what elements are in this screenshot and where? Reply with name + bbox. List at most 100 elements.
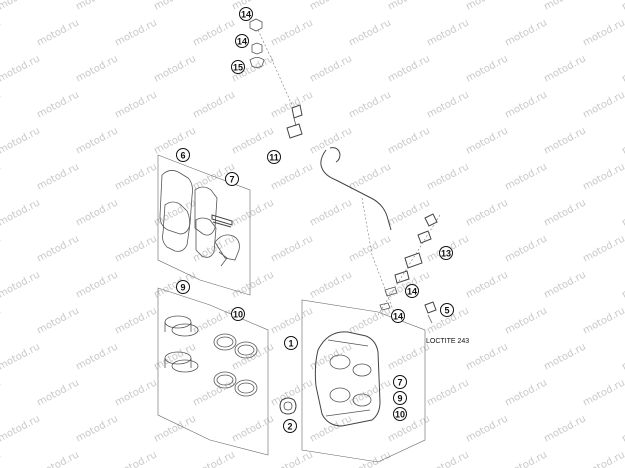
watermark-text: motod.ru xyxy=(503,449,549,468)
callout-circle xyxy=(283,419,297,433)
watermark-text: motod.ru xyxy=(347,161,393,192)
watermark-text: motod.ru xyxy=(581,377,625,408)
watermark-text: motod.ru xyxy=(0,269,42,300)
callout-circle xyxy=(393,375,407,389)
watermark-text: motod.ru xyxy=(0,89,3,120)
watermark-text: motod.ru xyxy=(0,161,3,192)
watermark-text: motod.ru xyxy=(542,269,588,300)
bleed-screw-parts xyxy=(249,18,293,106)
callout-circle xyxy=(231,307,245,321)
watermark-text: motod.ru xyxy=(152,53,198,84)
watermark-text: motod.ru xyxy=(74,125,120,156)
watermark-text: motod.ru xyxy=(74,413,120,444)
watermark-text: motod.ru xyxy=(425,377,471,408)
watermark-text: motod.ru xyxy=(542,413,588,444)
watermark-text: motod.ru xyxy=(152,413,198,444)
watermark-text: motod.ru xyxy=(269,377,315,408)
watermark-text: motod.ru xyxy=(74,53,120,84)
watermark-text: motod.ru xyxy=(581,305,625,336)
watermark-text: motod.ru xyxy=(35,377,81,408)
watermark-text: motod.ru xyxy=(464,53,510,84)
watermark-text: motod.ru xyxy=(464,269,510,300)
watermark-text: motod.ru xyxy=(0,305,3,336)
watermark-text: motod.ru xyxy=(269,89,315,120)
watermark-text: motod.ru xyxy=(35,305,81,336)
callout-label: 9 xyxy=(180,283,185,293)
watermark-text: motod.ru xyxy=(386,53,432,84)
watermark-text: motod.ru xyxy=(0,125,42,156)
callout-2: 2 xyxy=(283,419,297,433)
watermark-text: motod.ru xyxy=(191,89,237,120)
callout-circle xyxy=(393,407,407,421)
watermark-text: motod.ru xyxy=(503,89,549,120)
callout-9: 9 xyxy=(176,280,190,294)
watermark-text: motod.ru xyxy=(0,197,42,228)
watermark-text: motod.ru xyxy=(113,377,159,408)
watermark-text: motod.ru xyxy=(347,377,393,408)
callout-circle xyxy=(176,148,190,162)
watermark-text: motod.ru xyxy=(503,377,549,408)
watermark-text: motod.ru xyxy=(503,305,549,336)
watermark-text: motod.ru xyxy=(425,449,471,468)
watermark-text: motod.ru xyxy=(503,161,549,192)
watermark-text: motod.ru xyxy=(347,89,393,120)
watermark-text: motod.ru xyxy=(113,17,159,48)
watermark-text: motod.ru xyxy=(503,17,549,48)
watermark-text: motod.ru xyxy=(0,0,42,13)
callout-label: 14 xyxy=(407,287,417,297)
watermark-text: motod.ru xyxy=(113,161,159,192)
watermark-text: motod.ru xyxy=(113,449,159,468)
caliper-body xyxy=(279,299,426,463)
watermark-text: motod.ru xyxy=(269,17,315,48)
callout-circle xyxy=(405,284,419,298)
callout-label: 10 xyxy=(395,410,405,420)
watermark-text: motod.ru xyxy=(308,53,354,84)
callout-9: 9 xyxy=(393,391,407,405)
watermark-text: motod.ru xyxy=(74,269,120,300)
watermark-text: motod.ru xyxy=(386,197,432,228)
pistons-seals-group xyxy=(157,287,269,456)
watermark-text: motod.ru xyxy=(620,0,625,13)
callout-label: 15 xyxy=(233,63,243,73)
watermark-text: motod.ru xyxy=(269,305,315,336)
callout-circle xyxy=(235,34,249,48)
watermark-text: motod.ru xyxy=(620,341,625,372)
watermark-text: motod.ru xyxy=(620,269,625,300)
watermark-text: motod.ru xyxy=(308,125,354,156)
callout-label: 14 xyxy=(237,37,247,47)
watermark-text: motod.ru xyxy=(386,125,432,156)
callout-label: 1 xyxy=(288,339,293,349)
callout-label: 6 xyxy=(180,151,185,161)
brake-line xyxy=(320,147,396,316)
callout-label: 14 xyxy=(241,10,251,20)
callout-circle xyxy=(239,7,253,21)
watermark-text: motod.ru xyxy=(191,305,237,336)
callout-circle xyxy=(267,150,281,164)
watermark-text: motod.ru xyxy=(581,89,625,120)
watermark-text: motod.ru xyxy=(0,377,3,408)
callout-label: 10 xyxy=(233,310,243,320)
callout-circle xyxy=(225,172,239,186)
watermark-text: motod.ru xyxy=(152,125,198,156)
watermark-text: motod.ru xyxy=(191,449,237,468)
watermark-text: motod.ru xyxy=(0,413,42,444)
watermark-text: motod.ru xyxy=(425,17,471,48)
watermark-text: motod.ru xyxy=(347,17,393,48)
watermark-text: motod.ru xyxy=(269,233,315,264)
callout-7: 7 xyxy=(225,172,239,186)
callout-11: 11 xyxy=(267,150,281,164)
watermark-text: motod.ru xyxy=(581,449,625,468)
callout-14: 14 xyxy=(405,284,419,298)
watermark-text: motod.ru xyxy=(35,449,81,468)
callout-14: 14 xyxy=(235,34,249,48)
watermark-text: motod.ru xyxy=(542,125,588,156)
watermark-text: motod.ru xyxy=(347,305,393,336)
watermark-text: motod.ru xyxy=(113,305,159,336)
watermark-text: motod.ru xyxy=(0,17,3,48)
watermark-text: motod.ru xyxy=(308,413,354,444)
callout-circle xyxy=(176,280,190,294)
watermark-text: motod.ru xyxy=(308,197,354,228)
callout-10: 10 xyxy=(231,307,245,321)
watermark-text: motod.ru xyxy=(620,125,625,156)
